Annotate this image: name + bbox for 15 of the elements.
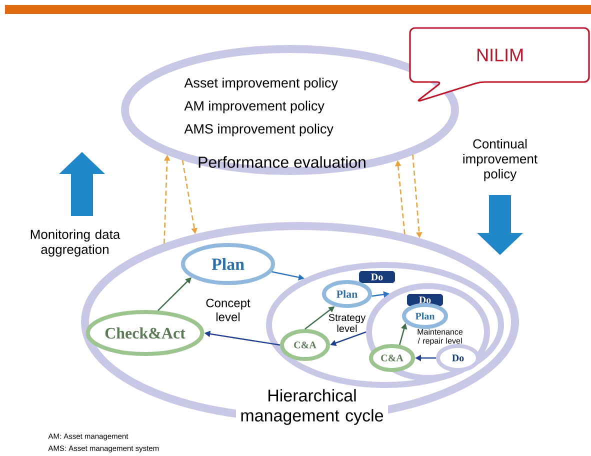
side-label: Monitoring data aggregation [30,229,120,257]
policy-text: AMS improvement policy [184,124,334,136]
check-act-ring: Check&Act [86,310,204,356]
check-act-ring: C&A [280,329,330,361]
plan-ring: Plan [322,280,372,308]
policy-text: AM improvement policy [184,100,324,114]
node-label: NILIM [477,48,523,62]
heading-text: Performance evaluation [198,156,366,168]
heading-text: Hierarchical management cycle [236,388,388,426]
side-label: Continual improvement policy [463,138,538,182]
callout-bubble: NILIM [409,27,590,102]
policy-text: Asset improvement policy [184,78,338,90]
do-tag: Do [359,271,395,283]
level-text: Concept level [206,298,250,322]
level-text: Strategy level [328,314,366,332]
